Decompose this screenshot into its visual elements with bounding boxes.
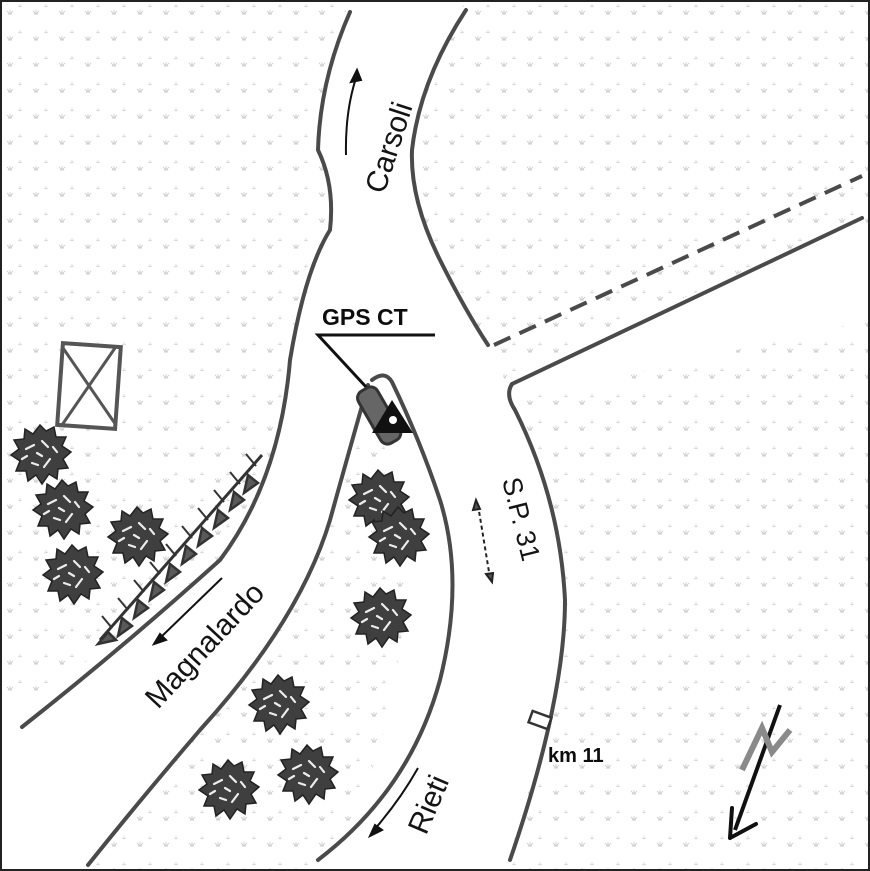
building-icon xyxy=(55,340,123,432)
gps-station-icon xyxy=(356,385,413,446)
dashed-track xyxy=(493,174,863,347)
direction-arrow-icon xyxy=(367,767,419,839)
road-outlines xyxy=(20,8,864,867)
direction-arrow-icon xyxy=(344,67,363,156)
gps-label: GPS CT xyxy=(322,304,408,330)
embankment-icon xyxy=(94,453,264,647)
km-marker-post-icon xyxy=(526,709,554,731)
north-arrow-icon xyxy=(728,704,793,840)
direction-arrow-icon xyxy=(151,577,223,646)
two-way-arrow-icon xyxy=(471,497,495,585)
km-marker-label: km 11 xyxy=(548,745,604,767)
